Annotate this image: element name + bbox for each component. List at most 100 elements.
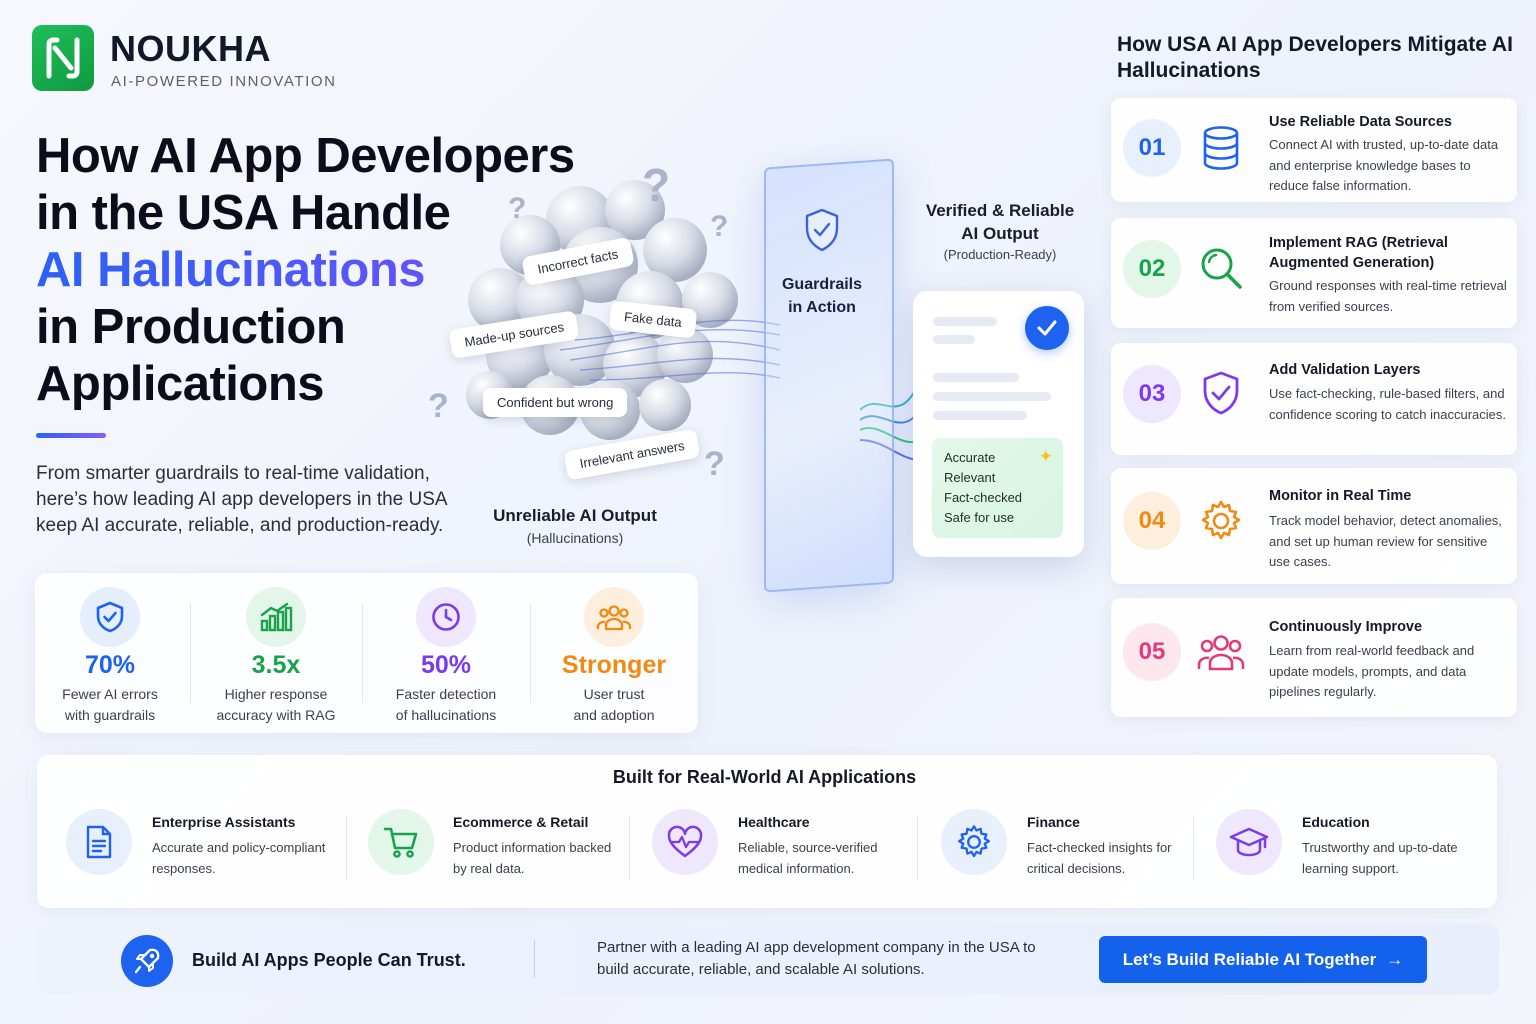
title-line: in Production bbox=[36, 300, 346, 354]
stat-value: 50% bbox=[420, 651, 472, 679]
check-item: Fact-checked bbox=[944, 490, 1023, 505]
clock-icon bbox=[416, 587, 476, 647]
intro-text: From smarter guardrails to real-time val… bbox=[36, 463, 447, 536]
hallucination-cloud: Incorrect facts Fake data Made-up source… bbox=[420, 150, 781, 483]
unreliable-output-title: Unreliable AI Output bbox=[493, 506, 657, 525]
page-title: How AI App Developers in the USA Handle … bbox=[36, 128, 616, 413]
verified-output-card: Accurate Relevant Fact-checked Safe for … bbox=[913, 291, 1084, 557]
application-title: Education bbox=[1302, 814, 1370, 830]
brand-tagline: AI-POWERED INNOVATION bbox=[111, 73, 337, 90]
application-description: Trustworthy and up-to-date learning supp… bbox=[1302, 840, 1458, 876]
brand-n-icon bbox=[46, 37, 80, 79]
cart-icon bbox=[368, 809, 434, 875]
step-title: Add Validation Layers bbox=[1269, 362, 1421, 378]
step-title: Continuously Improve bbox=[1269, 619, 1423, 635]
cta-headline: Build AI Apps People Can Trust. bbox=[192, 950, 466, 970]
app-divider bbox=[346, 815, 347, 881]
step-card: 01 Use Reliable Data Sources Connect AI … bbox=[1111, 98, 1517, 202]
cloud-graphic bbox=[466, 180, 781, 440]
title-line: How AI App Developers bbox=[36, 129, 575, 183]
shield-check-icon bbox=[805, 208, 839, 252]
application-description: Reliable, source-verified medical inform… bbox=[738, 840, 878, 876]
stat-divider bbox=[190, 603, 191, 703]
cta-button[interactable]: Let’s Build Reliable AI Together → bbox=[1099, 936, 1427, 983]
applications-panel: Built for Real-World AI Applications Ent… bbox=[37, 755, 1497, 908]
step-title: Monitor in Real Time bbox=[1269, 488, 1412, 504]
application-title: Enterprise Assistants bbox=[152, 814, 296, 830]
step-number: 05 bbox=[1123, 623, 1181, 681]
rocket-icon bbox=[121, 935, 173, 987]
title-highlight: AI Hallucinations bbox=[36, 242, 616, 299]
heart-pulse-icon bbox=[652, 809, 718, 875]
stat-value: Stronger bbox=[561, 651, 667, 679]
shield-check-icon bbox=[80, 587, 140, 647]
accent-divider bbox=[36, 433, 106, 438]
cta-divider bbox=[534, 940, 535, 978]
step-title: Use Reliable Data Sources bbox=[1269, 114, 1452, 130]
arrow-right-icon: → bbox=[1386, 949, 1404, 969]
steps-title: How USA AI App Developers Mitigate AI Ha… bbox=[1117, 33, 1513, 82]
checkmark-icon bbox=[1025, 306, 1069, 350]
bar-chart-icon bbox=[246, 587, 306, 647]
question-mark-icon: ? bbox=[704, 445, 725, 483]
doc-line bbox=[933, 373, 1019, 382]
stat-divider bbox=[530, 603, 531, 703]
application-description: Product information backed by real data. bbox=[453, 840, 612, 876]
title-line: Applications bbox=[36, 357, 325, 411]
question-mark-icon: ? bbox=[710, 210, 729, 243]
app-divider bbox=[629, 815, 630, 881]
unreliable-output-subtitle: (Hallucinations) bbox=[526, 530, 624, 546]
step-description: Connect AI with trusted, up-to-date data… bbox=[1269, 137, 1499, 193]
doc-line bbox=[933, 411, 1027, 420]
stat-value: 3.5x bbox=[251, 651, 301, 679]
shield-check-icon bbox=[1195, 367, 1247, 419]
step-card: 04 Monitor in Real Time Track model beha… bbox=[1111, 468, 1517, 584]
step-description: Use fact-checking, rule-based filters, a… bbox=[1269, 386, 1507, 422]
step-description: Ground responses with real-time retrieva… bbox=[1269, 278, 1507, 314]
users-icon bbox=[1195, 626, 1247, 678]
question-mark-icon: ? bbox=[508, 192, 527, 225]
application-description: Accurate and policy-compliant responses. bbox=[152, 840, 326, 876]
verification-checklist: Accurate Relevant Fact-checked Safe for … bbox=[932, 438, 1063, 538]
check-item: Safe for use bbox=[944, 510, 1015, 525]
application-title: Healthcare bbox=[738, 814, 810, 830]
applications-title: Built for Real-World AI Applications bbox=[612, 767, 917, 787]
magnifier-icon bbox=[1195, 242, 1247, 294]
app-divider bbox=[917, 815, 918, 881]
application-title: Finance bbox=[1027, 814, 1080, 830]
brand-name: NOUKHA bbox=[110, 28, 271, 69]
step-description: Learn from real-world feedback and updat… bbox=[1269, 643, 1475, 699]
step-number: 02 bbox=[1123, 240, 1181, 298]
question-mark-icon: ? bbox=[642, 159, 671, 211]
document-icon bbox=[66, 809, 132, 875]
cta-text: Partner with a leading AI app developmen… bbox=[597, 939, 1036, 978]
step-number: 04 bbox=[1123, 492, 1181, 550]
brand-logo bbox=[32, 25, 94, 91]
step-number: 01 bbox=[1123, 119, 1181, 177]
graduation-cap-icon bbox=[1216, 809, 1282, 875]
step-card: 02 Implement RAG (Retrieval Augmented Ge… bbox=[1111, 218, 1517, 328]
doc-line bbox=[933, 335, 975, 344]
stat-value: 70% bbox=[84, 651, 136, 679]
step-card: 05 Continuously Improve Learn from real-… bbox=[1111, 598, 1517, 717]
check-item: Relevant bbox=[944, 470, 996, 485]
hallucination-tag: Confident but wrong bbox=[483, 388, 628, 417]
sparkle-icon: ✦ bbox=[1038, 447, 1053, 466]
step-number: 03 bbox=[1123, 365, 1181, 423]
title-line: in the USA Handle bbox=[36, 186, 451, 240]
database-icon bbox=[1195, 122, 1247, 174]
gear-icon bbox=[1195, 495, 1247, 547]
step-title: Implement RAG (Retrieval Augmented Gener… bbox=[1269, 235, 1448, 271]
doc-line bbox=[933, 317, 997, 326]
cta-button-label: Let’s Build Reliable AI Together bbox=[1122, 949, 1377, 969]
gear-icon bbox=[941, 809, 1007, 875]
